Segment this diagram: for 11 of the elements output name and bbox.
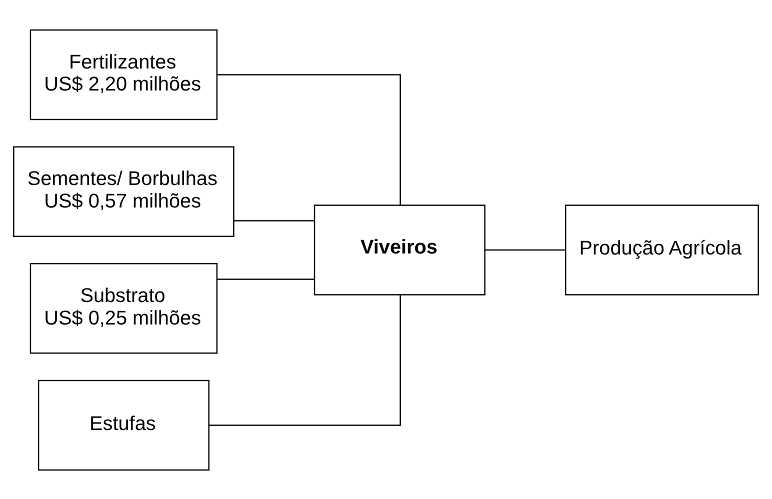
node-box: Substrato US$ 0,25 milhões [30, 262, 218, 354]
connector [217, 278, 314, 280]
node-box: Estufas [38, 379, 210, 470]
connector [234, 220, 314, 221]
node-box: Sementes/ Borbulhas US$ 0,57 milhões [13, 146, 234, 236]
node-box: Produção Agrícola [565, 204, 759, 295]
connector [484, 248, 566, 250]
connector [208, 294, 401, 426]
node-box: Viveiros [314, 204, 486, 295]
node-box: Fertilizantes US$ 2,20 milhões [30, 28, 218, 120]
connector [216, 74, 401, 204]
